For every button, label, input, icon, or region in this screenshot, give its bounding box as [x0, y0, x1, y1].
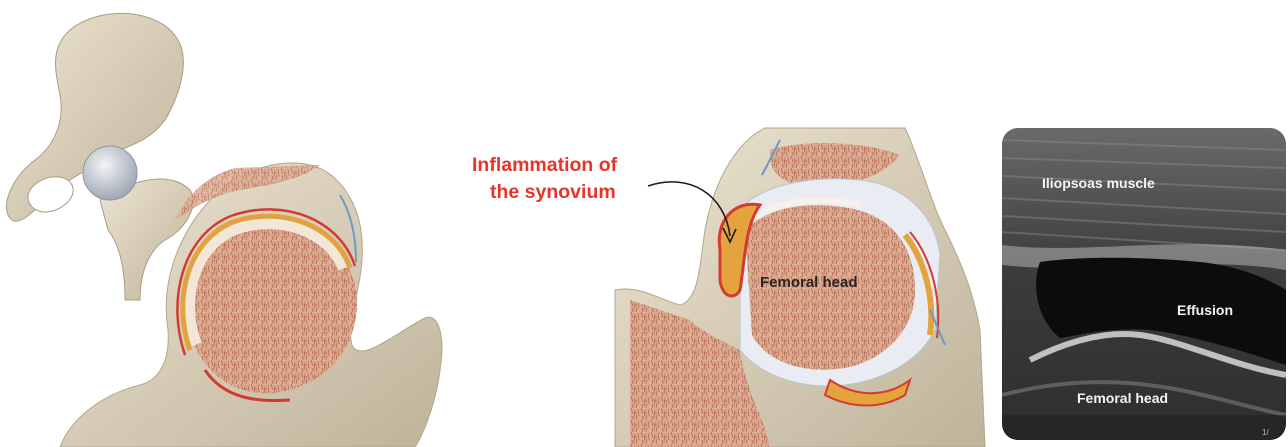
ultrasound-femoral-head-label: Femoral head	[1077, 390, 1168, 406]
iliopsoas-muscle-label: Iliopsoas muscle	[1042, 175, 1155, 191]
callout-line-1: Inflammation of	[472, 152, 617, 179]
synovium-inflammation-callout: Inflammation of the synovium	[472, 152, 617, 206]
callout-line-2: the synovium	[472, 179, 617, 206]
ultrasound-corner-mark: 1/	[1262, 428, 1269, 437]
effusion-label: Effusion	[1177, 302, 1233, 318]
pelvis-overview-illustration	[7, 13, 194, 300]
femoral-head-label: Femoral head	[760, 274, 858, 291]
